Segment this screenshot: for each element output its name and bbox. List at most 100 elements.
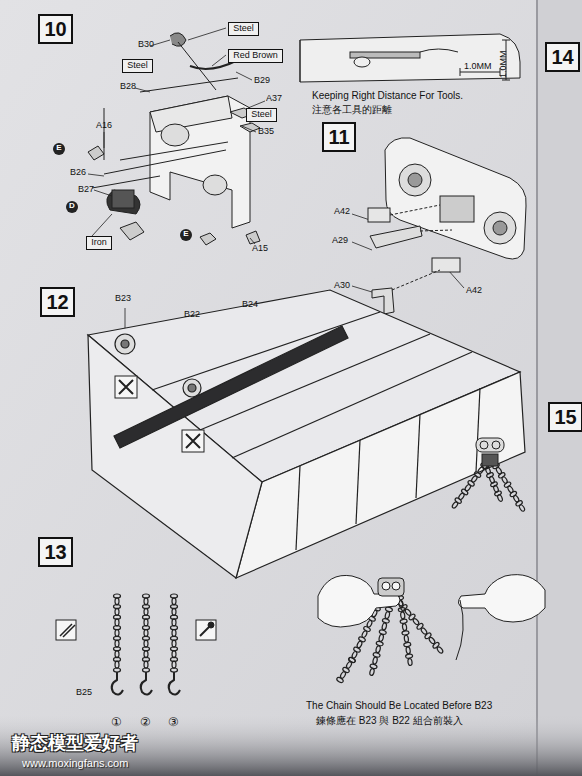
variant-number: ① [111, 716, 122, 729]
drawing-stroke [121, 340, 129, 348]
drawing-stroke [248, 101, 265, 108]
drawing-stroke [440, 196, 474, 222]
drawing-stroke [436, 646, 444, 654]
variant-number: ③ [168, 716, 179, 729]
drawing-stroke [188, 384, 196, 392]
chain-links [114, 462, 526, 683]
drawing-stroke [352, 214, 370, 220]
part-number: B23 [115, 294, 131, 304]
drawing-stroke [448, 270, 464, 288]
drawing-stroke [120, 222, 144, 240]
drawing-stroke [399, 164, 431, 196]
node-text: 10 [44, 18, 66, 40]
drawing-stroke [402, 623, 407, 631]
drawing-stroke [318, 575, 400, 627]
dimension: 1.0MM [499, 50, 509, 78]
step-number-box: 10 [38, 14, 73, 44]
drawing-stroke [390, 205, 440, 215]
drawing-stroke [476, 438, 504, 452]
tool-distance-detail [300, 34, 520, 82]
drawing-stroke [115, 608, 119, 615]
drawing-stroke [112, 190, 134, 208]
drawing-stroke [188, 28, 226, 40]
drawing-stroke [236, 72, 252, 80]
drawing-stroke [406, 647, 411, 655]
node-text: 13 [44, 541, 66, 563]
drawing-stroke [369, 668, 375, 676]
drawing-stroke [458, 575, 545, 622]
drawing-stroke [115, 619, 119, 626]
drawing-stroke [382, 582, 390, 590]
drawing-stroke [169, 672, 180, 695]
part-number: B27 [78, 185, 94, 195]
drawing-stroke [352, 242, 372, 250]
drawing-stroke [172, 640, 176, 647]
drawing-stroke [170, 33, 186, 46]
drawing-stroke [476, 388, 480, 472]
drawing-stroke [172, 630, 176, 637]
drawing-stroke [451, 501, 458, 509]
node-text: Steel [233, 23, 254, 33]
drawing-stroke [182, 430, 204, 452]
hands [318, 575, 545, 660]
part-number: B25 [76, 688, 92, 698]
drawing-stroke [152, 312, 380, 390]
note-text: 鍊條應在 B23 與 B22 組合前裝入 [316, 715, 463, 726]
drawing-stroke [178, 42, 216, 90]
node-text: 11 [328, 126, 349, 148]
drawing-stroke [378, 578, 404, 596]
drawing-stroke [107, 190, 140, 214]
drawing-stroke [114, 326, 348, 448]
part-number: A16 [96, 121, 112, 131]
drawing-stroke [203, 175, 227, 195]
paint-color-tag: Iron [86, 236, 112, 250]
drawing-stroke [416, 623, 424, 631]
drawing-stroke [119, 380, 133, 394]
step-number-box: 11 [322, 122, 356, 152]
drawing-stroke [242, 126, 256, 132]
drawing-stroke [497, 494, 503, 502]
part-number: A29 [332, 236, 348, 246]
paint-color-tag: Steel [246, 108, 277, 122]
drawing-stroke [115, 640, 119, 647]
part-number: B26 [70, 168, 86, 178]
drawing-stroke [150, 96, 232, 132]
node-text: Steel [251, 109, 272, 119]
step-number-box: 12 [40, 287, 75, 317]
drawing-stroke [420, 230, 452, 231]
drawing-stroke [392, 270, 440, 290]
drawing-stroke [404, 635, 409, 643]
part-number: A42 [466, 286, 482, 296]
drawing-stroke [236, 372, 525, 578]
drawing-stroke [408, 173, 422, 187]
drawing-stroke [408, 613, 416, 621]
drawing-stroke [144, 619, 148, 626]
drawing-stroke [144, 661, 148, 668]
drawing-stroke [88, 146, 104, 160]
drawing-stroke [420, 49, 458, 52]
drawing-stroke [104, 108, 105, 160]
node-text: E [183, 229, 188, 238]
drawing-stroke [92, 214, 112, 236]
part-number: A30 [334, 281, 350, 291]
drawing-stroke [196, 620, 216, 640]
step11-panel [368, 138, 526, 314]
drawing-stroke [460, 72, 500, 73]
drawing-stroke [172, 608, 176, 615]
drawing-stroke [300, 40, 301, 82]
drawing-stroke [372, 657, 378, 665]
drawing-stroke [432, 641, 440, 649]
drawing-stroke [375, 645, 381, 653]
step-number-box: 14 [545, 42, 580, 72]
drawing-stroke [115, 334, 135, 354]
part-number: A37 [266, 94, 282, 104]
drawing-stroke [385, 138, 526, 259]
drawing-stroke [493, 221, 507, 235]
part-number: A15 [252, 244, 268, 254]
step15-chain-assembly [476, 438, 504, 466]
drawing-stroke [502, 80, 510, 81]
drawing-stroke [400, 619, 408, 624]
drawing-stroke [392, 582, 400, 590]
